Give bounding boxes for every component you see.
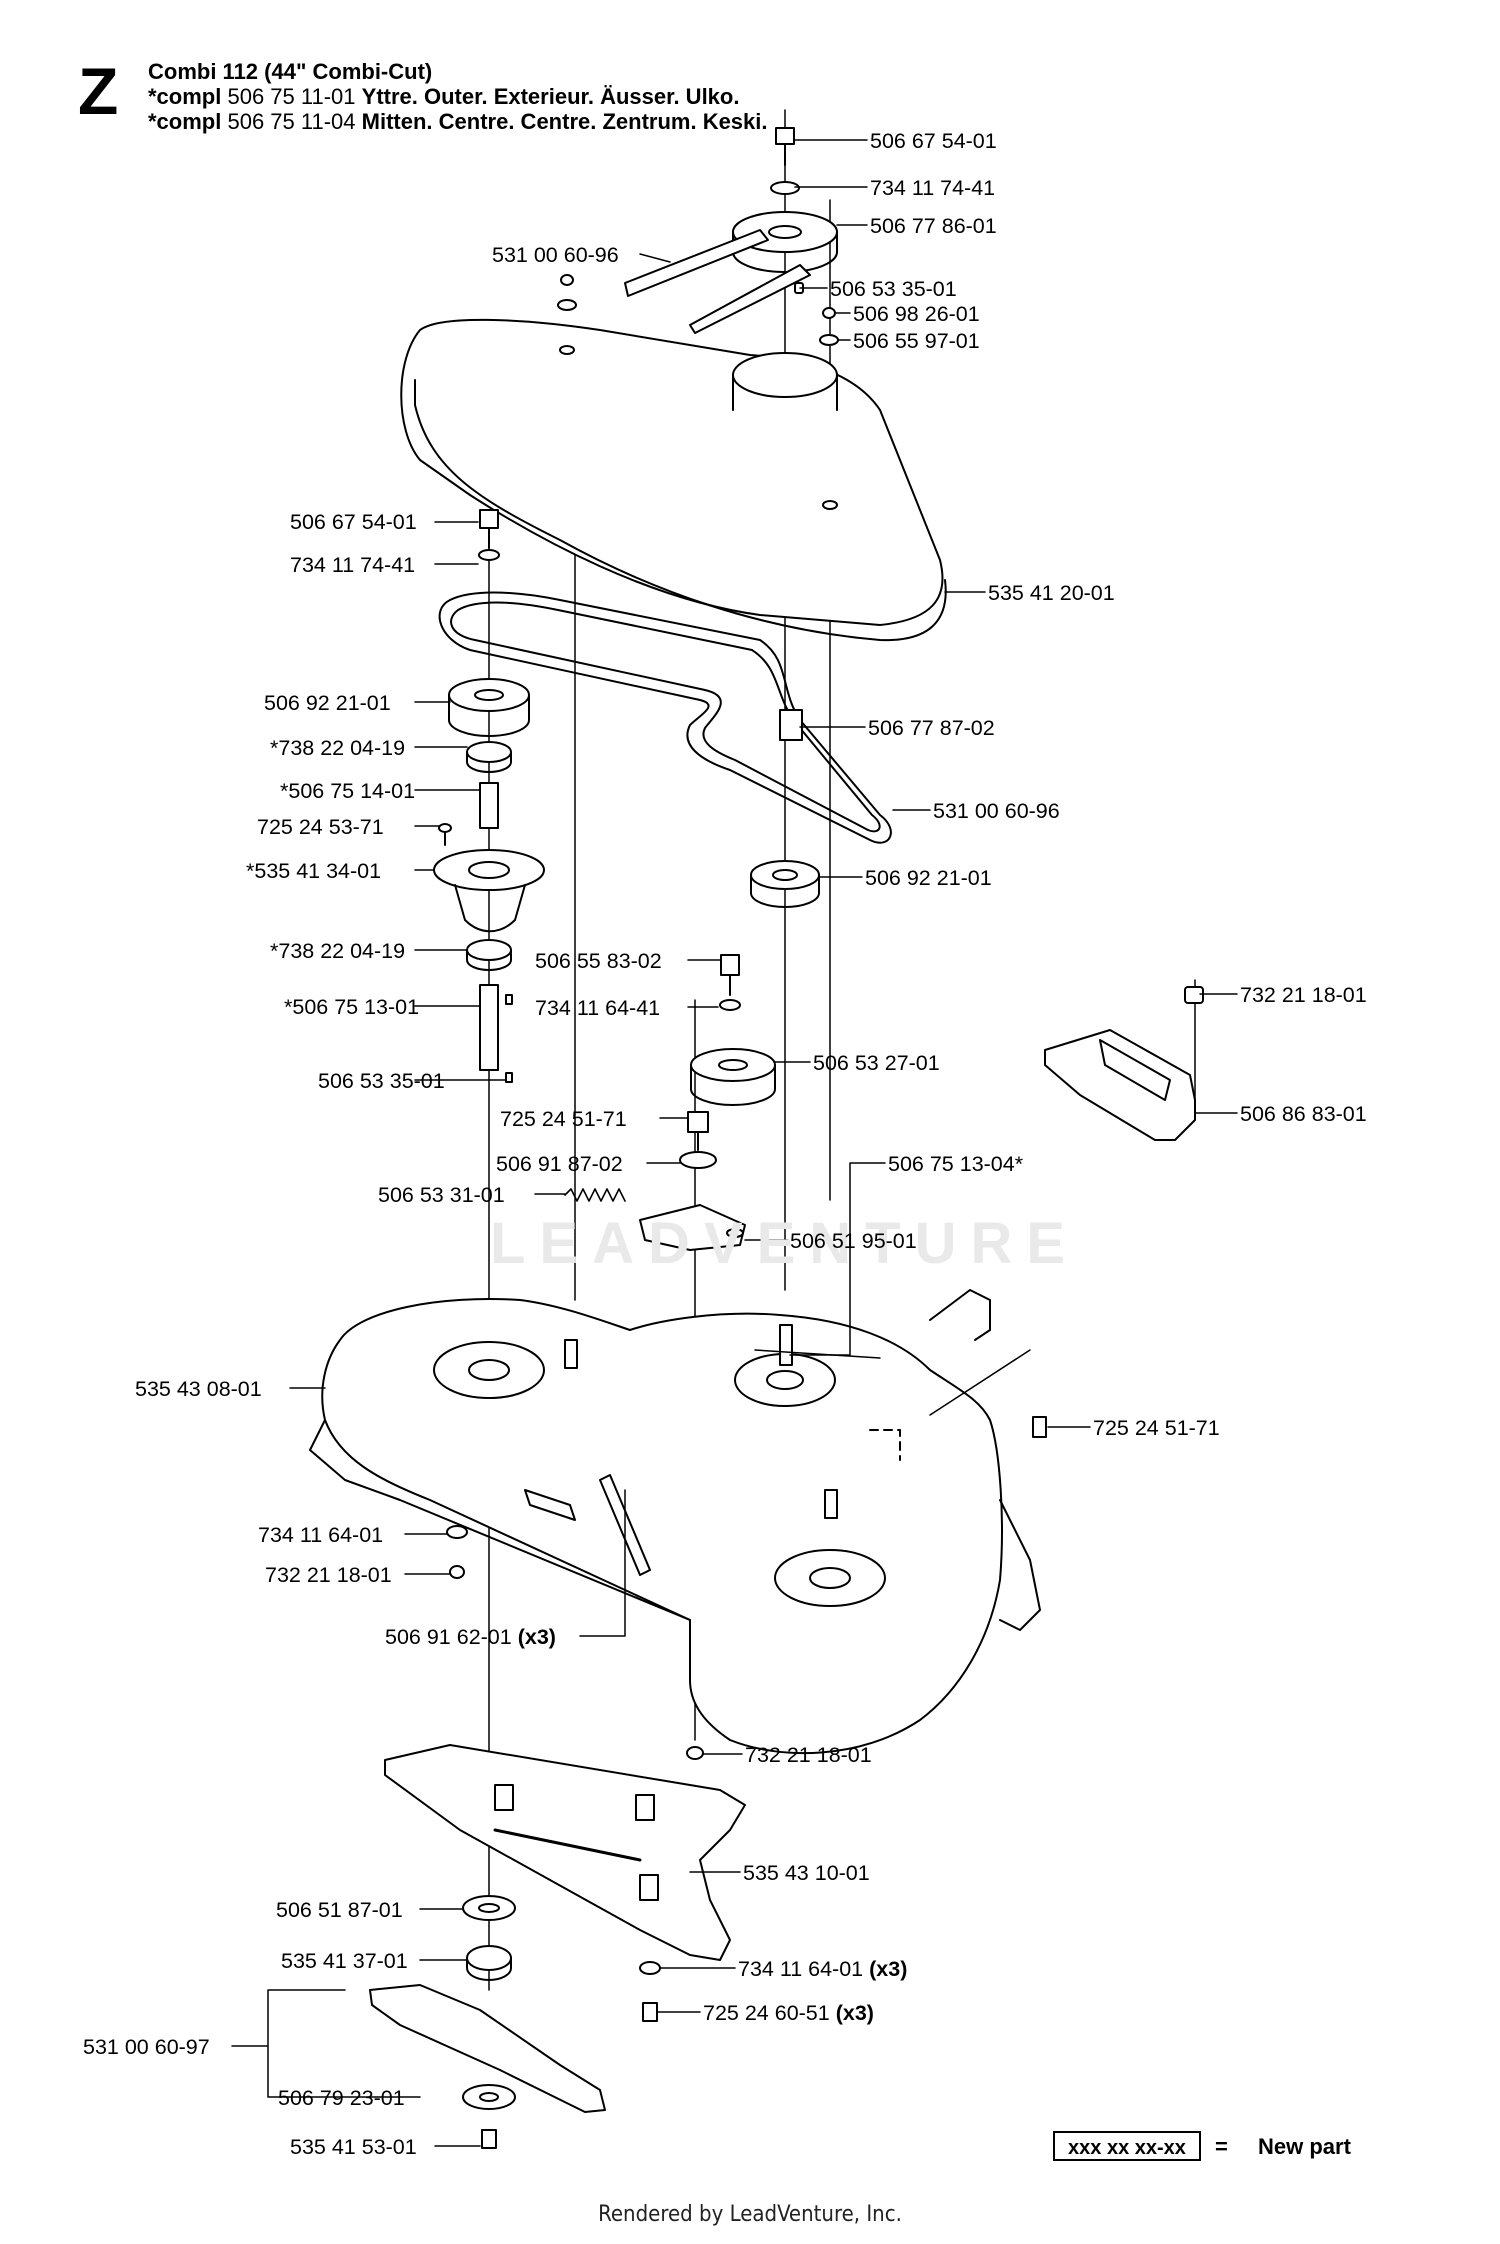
header-line-2: *compl 506 75 11-01 Yttre. Outer. Exteri… xyxy=(148,85,739,109)
part-label[interactable]: 531 00 60-96 xyxy=(933,799,1060,823)
part-label[interactable]: 535 41 37-01 xyxy=(281,1949,408,1973)
part-label[interactable]: 732 21 18-01 xyxy=(745,1743,872,1767)
belt-cover xyxy=(400,318,947,642)
part-label[interactable]: 506 67 54-01 xyxy=(870,129,997,153)
part-label[interactable]: 506 75 13-04* xyxy=(888,1152,1024,1176)
blade-stack xyxy=(369,1895,661,2149)
part-label[interactable]: 725 24 51-71 xyxy=(1093,1416,1220,1440)
diagram-title: Combi 112 (44" Combi-Cut) xyxy=(148,59,433,84)
compl-prefix: *compl xyxy=(148,84,222,109)
blade-bracket xyxy=(384,1744,746,1961)
part-label[interactable]: 506 53 35-01 xyxy=(318,1069,445,1093)
part-label-with-qty[interactable]: 734 11 64-01 (x3) xyxy=(738,1957,907,1981)
part-label[interactable]: 531 00 60-97 xyxy=(83,2035,210,2059)
part-label[interactable]: 725 24 53-71 xyxy=(257,815,384,839)
part-label-with-qty[interactable]: 506 91 62-01 (x3) xyxy=(385,1625,556,1649)
part-label[interactable]: 506 51 95-01 xyxy=(790,1229,917,1253)
part-label[interactable]: *738 22 04-19 xyxy=(270,736,406,760)
part-label[interactable]: 734 11 64-41 xyxy=(535,996,661,1020)
part-label[interactable]: 506 98 26-01 xyxy=(853,302,980,326)
compl-number: 506 75 11-04 xyxy=(227,109,356,134)
part-label[interactable]: 506 55 97-01 xyxy=(853,329,980,353)
mower-deck xyxy=(309,1289,1041,1755)
part-label[interactable]: 734 11 64-01 xyxy=(258,1523,384,1547)
part-label[interactable]: 506 53 31-01 xyxy=(378,1183,505,1207)
compl-prefix: *compl xyxy=(148,109,222,134)
compl-number: 506 75 11-01 xyxy=(227,84,356,109)
part-label[interactable]: 506 79 23-01 xyxy=(278,2086,405,2110)
top-pulley-assembly xyxy=(557,127,839,346)
part-label[interactable]: 506 67 54-01 xyxy=(290,510,417,534)
quantity: (x3) xyxy=(869,1957,908,1981)
part-label[interactable]: *506 75 14-01 xyxy=(280,779,416,803)
part-label[interactable]: *738 22 04-19 xyxy=(270,939,406,963)
part-label[interactable]: 734 11 74-41 xyxy=(870,176,996,200)
part-label[interactable]: 506 53 27-01 xyxy=(813,1051,940,1075)
part-label[interactable]: 535 41 20-01 xyxy=(988,581,1115,605)
part-label[interactable]: 535 41 53-01 xyxy=(290,2135,417,2159)
part-number: 725 24 60-51 xyxy=(703,2001,830,2025)
part-label[interactable]: 506 77 87-02 xyxy=(868,716,995,740)
idler-stack xyxy=(564,709,820,1251)
legend-equals: = xyxy=(1215,2134,1228,2159)
part-label[interactable]: 531 00 60-96 xyxy=(492,243,619,267)
part-label[interactable]: 506 53 35-01 xyxy=(830,277,957,301)
part-label[interactable]: 535 43 10-01 xyxy=(743,1861,870,1885)
part-label[interactable]: *535 41 34-01 xyxy=(246,859,382,883)
part-number: 506 91 62-01 xyxy=(385,1625,512,1649)
part-label[interactable]: 506 92 21-01 xyxy=(264,691,391,715)
part-label[interactable]: 725 24 51-71 xyxy=(500,1107,627,1131)
new-part-legend-box: xxx xx xx-xx xyxy=(1053,2131,1201,2161)
section-letter: Z xyxy=(78,54,119,128)
compl-description: Mitten. Centre. Centre. Zentrum. Keski. xyxy=(361,109,768,134)
quantity: (x3) xyxy=(517,1625,556,1649)
compl-description: Yttre. Outer. Exterieur. Äusser. Ulko. xyxy=(361,84,740,109)
legend-meaning: New part xyxy=(1258,2134,1351,2159)
leader-lines xyxy=(231,139,1238,2147)
watermark: LEADVENTURE xyxy=(490,1211,1080,1276)
header-line-3: *compl 506 75 11-04 Mitten. Centre. Cent… xyxy=(148,110,768,134)
part-label[interactable]: 506 55 83-02 xyxy=(535,949,662,973)
left-spindle-stack xyxy=(433,509,545,1083)
part-label[interactable]: *506 75 13-01 xyxy=(284,995,420,1019)
part-label[interactable]: 506 77 86-01 xyxy=(870,214,997,238)
part-label[interactable]: 506 91 87-02 xyxy=(496,1152,623,1176)
part-label[interactable]: 506 86 83-01 xyxy=(1240,1102,1367,1126)
drive-belt xyxy=(438,591,892,844)
part-label-with-qty[interactable]: 725 24 60-51 (x3) xyxy=(703,2001,874,2025)
part-label[interactable]: 732 21 18-01 xyxy=(265,1563,392,1587)
part-number: 734 11 64-01 xyxy=(738,1957,864,1981)
deck-fasteners xyxy=(446,1416,1047,1760)
quantity: (x3) xyxy=(835,2001,874,2025)
deck-bracket xyxy=(1044,986,1204,1141)
part-label[interactable]: 734 11 74-41 xyxy=(290,553,416,577)
part-label[interactable]: 732 21 18-01 xyxy=(1240,983,1367,1007)
part-label[interactable]: 506 92 21-01 xyxy=(865,866,992,890)
part-label[interactable]: 535 43 08-01 xyxy=(135,1377,262,1401)
footer-credit: Rendered by LeadVenture, Inc. xyxy=(598,2202,902,2227)
part-label[interactable]: 506 51 87-01 xyxy=(276,1898,403,1922)
